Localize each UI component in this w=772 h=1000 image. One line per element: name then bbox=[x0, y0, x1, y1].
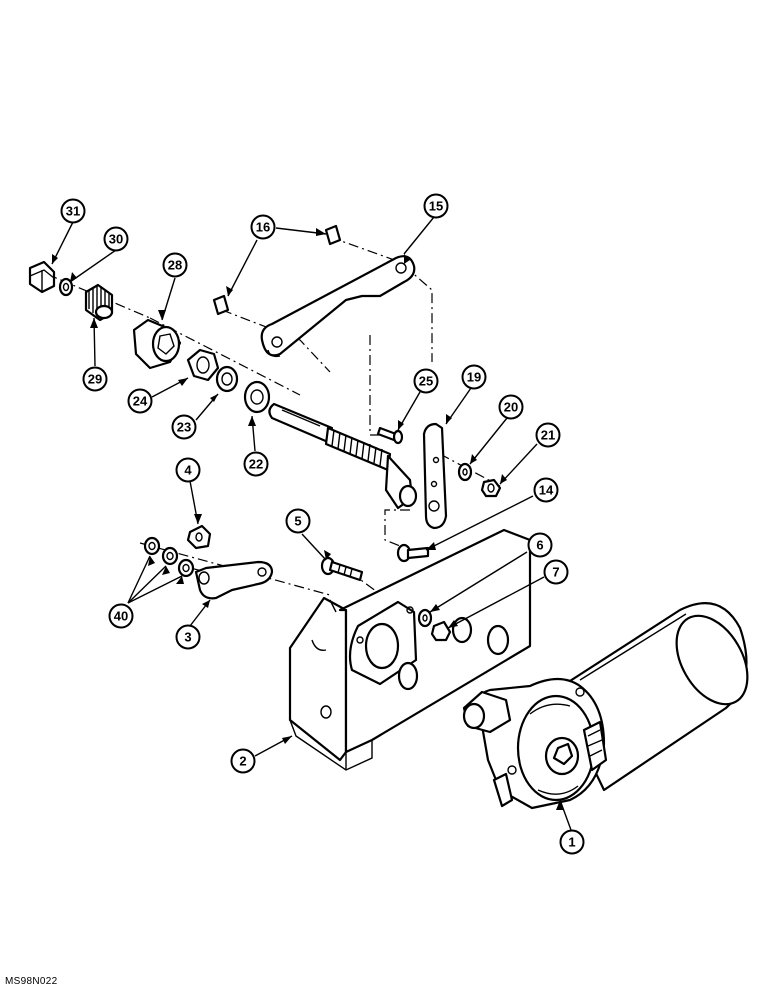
washer-20 bbox=[457, 462, 473, 482]
wiper-motor-1 bbox=[462, 602, 749, 810]
clip-16-upper bbox=[324, 224, 342, 246]
nut-21 bbox=[480, 478, 502, 498]
link-arm-15 bbox=[260, 255, 416, 358]
svg-text:7: 7 bbox=[552, 565, 559, 580]
callout-25: 25 bbox=[413, 368, 439, 394]
clip-16-lower bbox=[212, 294, 230, 316]
callout-24: 24 bbox=[127, 388, 153, 414]
callout-23: 23 bbox=[171, 414, 197, 440]
knurled-knob-29 bbox=[84, 283, 114, 322]
svg-text:15: 15 bbox=[429, 199, 443, 214]
callout-4: 4 bbox=[175, 457, 201, 483]
svg-text:1: 1 bbox=[568, 835, 575, 850]
callout-1: 1 bbox=[559, 829, 585, 855]
hex-nut-24 bbox=[186, 348, 220, 382]
callout-15: 15 bbox=[423, 193, 449, 219]
mounting-bracket-2 bbox=[288, 528, 532, 771]
leader-arrowheads bbox=[52, 228, 564, 810]
washer-23 bbox=[215, 365, 239, 393]
screw-14 bbox=[396, 543, 430, 563]
callout-7: 7 bbox=[543, 559, 569, 585]
svg-text:16: 16 bbox=[256, 220, 270, 235]
washer-22 bbox=[243, 380, 271, 414]
washer-30 bbox=[58, 277, 74, 297]
svg-text:28: 28 bbox=[168, 258, 182, 273]
acorn-nut-31 bbox=[28, 260, 56, 294]
callout-3: 3 bbox=[175, 624, 201, 650]
nut-7 bbox=[430, 620, 452, 642]
callout-19: 19 bbox=[461, 364, 487, 390]
callout-2: 2 bbox=[230, 748, 256, 774]
svg-text:4: 4 bbox=[184, 463, 192, 478]
svg-text:21: 21 bbox=[541, 428, 555, 443]
svg-text:24: 24 bbox=[133, 394, 148, 409]
figure-code: MS98N022 bbox=[5, 976, 58, 987]
callout-30: 30 bbox=[103, 226, 129, 252]
svg-text:19: 19 bbox=[467, 370, 481, 385]
callout-22: 22 bbox=[243, 451, 269, 477]
svg-text:25: 25 bbox=[419, 374, 433, 389]
spindle-shaft bbox=[268, 402, 418, 510]
bolt-5 bbox=[320, 556, 364, 582]
crank-plate-19 bbox=[422, 422, 448, 530]
washer-6 bbox=[417, 608, 433, 628]
svg-text:29: 29 bbox=[88, 372, 102, 387]
callout-29: 29 bbox=[82, 366, 108, 392]
svg-text:5: 5 bbox=[294, 514, 301, 529]
link-3 bbox=[194, 560, 274, 600]
callout-31: 31 bbox=[60, 198, 86, 224]
nut-4 bbox=[186, 524, 212, 550]
callout-6: 6 bbox=[527, 532, 553, 558]
callout-21: 21 bbox=[535, 422, 561, 448]
svg-text:2: 2 bbox=[239, 754, 246, 769]
callout-5: 5 bbox=[285, 508, 311, 534]
callout-14: 14 bbox=[533, 477, 559, 503]
washers-40 bbox=[143, 536, 195, 578]
svg-text:14: 14 bbox=[539, 483, 554, 498]
svg-text:30: 30 bbox=[109, 232, 123, 247]
svg-text:20: 20 bbox=[504, 400, 518, 415]
svg-text:23: 23 bbox=[177, 420, 191, 435]
svg-text:3: 3 bbox=[184, 630, 191, 645]
callout-40: 40 bbox=[108, 603, 134, 629]
callout-28: 28 bbox=[162, 252, 188, 278]
svg-text:6: 6 bbox=[536, 538, 543, 553]
svg-text:40: 40 bbox=[114, 609, 128, 624]
svg-text:22: 22 bbox=[249, 457, 263, 472]
callout-16: 16 bbox=[250, 214, 276, 240]
bushing-28 bbox=[132, 318, 182, 370]
pin-25 bbox=[376, 426, 404, 445]
svg-text:31: 31 bbox=[66, 204, 80, 219]
callout-20: 20 bbox=[498, 394, 524, 420]
